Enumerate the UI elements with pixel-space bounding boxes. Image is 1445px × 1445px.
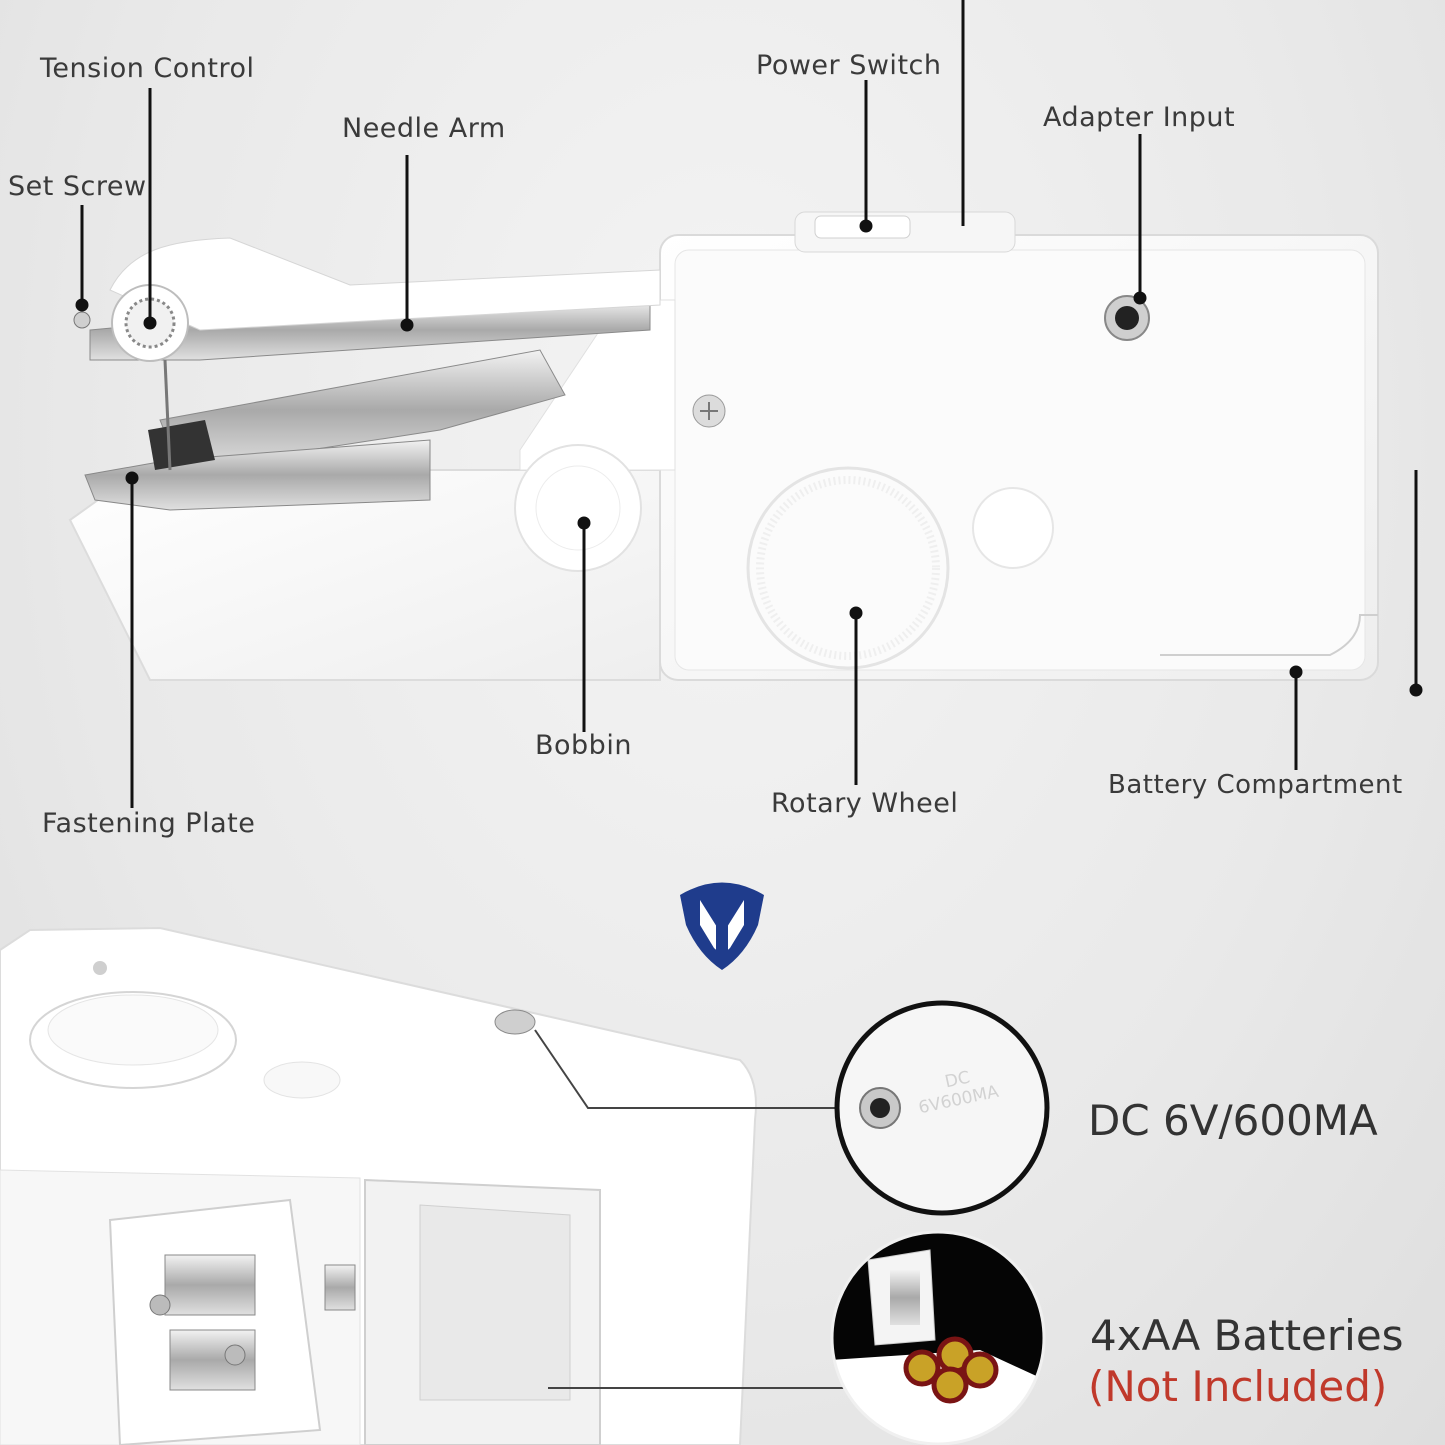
battery-closeup-circle [830, 1230, 1046, 1445]
spec-batteries: 4xAA Batteries [1090, 1311, 1404, 1360]
label-rotary-wheel: Rotary Wheel [771, 788, 959, 819]
label-needle-arm: Needle Arm [342, 113, 506, 144]
sewing-machine-closeup [0, 926, 757, 1445]
label-set-screw: Set Screw [8, 171, 147, 202]
label-tension-control: Tension Control [40, 53, 255, 84]
label-bobbin: Bobbin [535, 730, 632, 761]
adapter-closeup-circle [834, 1000, 1050, 1216]
spec-power: DC 6V/600MA [1088, 1096, 1378, 1145]
label-adapter-input: Adapter Input [1043, 102, 1236, 133]
brand-logo [680, 882, 764, 970]
spec-batteries-note: (Not Included) [1088, 1362, 1388, 1411]
sewing-machine-top-view [68, 211, 1379, 681]
label-battery-compartment: Battery Compartment [1108, 770, 1403, 800]
label-fastening-plate: Fastening Plate [42, 808, 256, 839]
leader-lines [75, 0, 1423, 808]
label-power-switch: Power Switch [756, 50, 942, 81]
